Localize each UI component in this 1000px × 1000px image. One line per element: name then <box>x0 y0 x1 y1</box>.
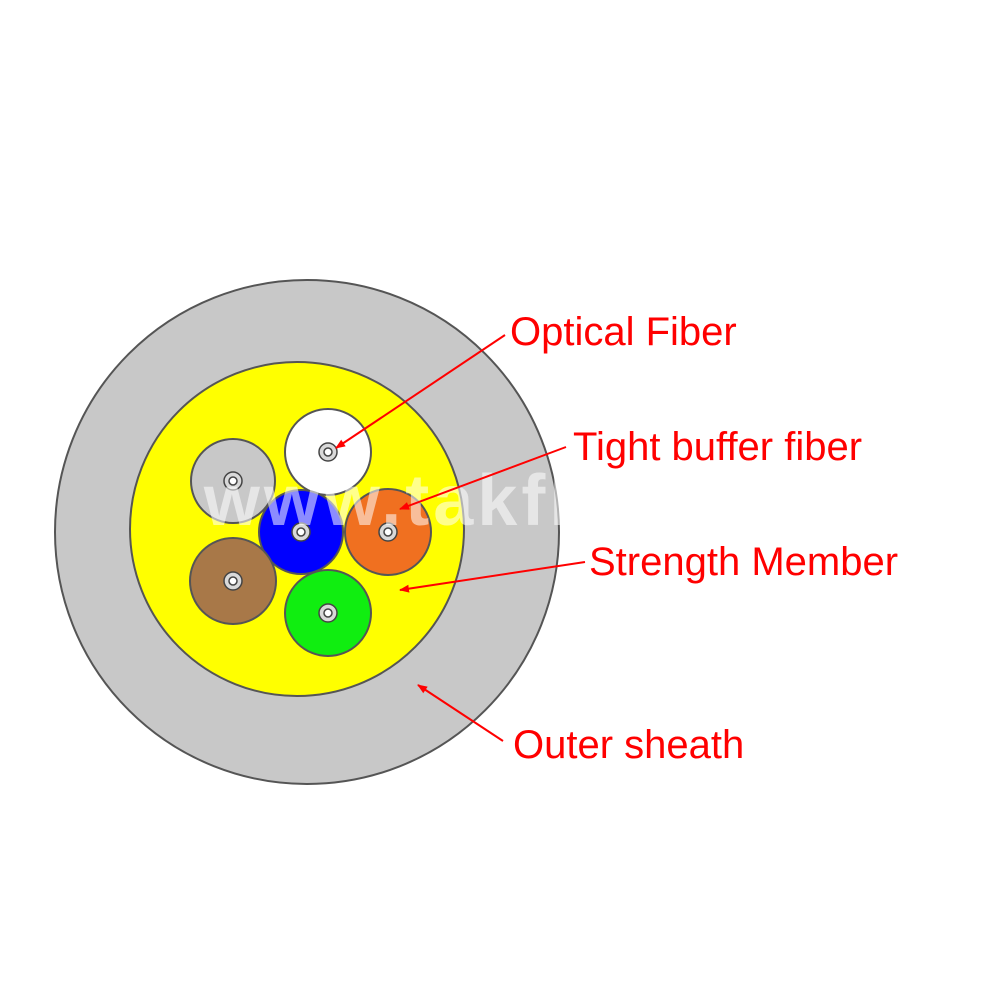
outer-sheath-leader-line <box>417 684 504 742</box>
tight-buffer-fiber-brown <box>189 537 277 625</box>
optical-fiber-center <box>228 576 238 586</box>
tight-buffer-fiber-green <box>284 569 372 657</box>
optical-fiber-center <box>323 608 333 618</box>
label-strength-member: Strength Member <box>589 540 898 584</box>
label-outer-sheath: Outer sheath <box>513 723 744 767</box>
label-tight-buffer-fiber: Tight buffer fiber <box>573 425 862 469</box>
optical-fiber-center <box>228 476 238 486</box>
label-optical-fiber: Optical Fiber <box>510 310 737 354</box>
tight-buffer-fiber-orange <box>344 488 432 576</box>
tight-buffer-fibers <box>189 408 432 657</box>
watermark-text: www.takfly.com <box>203 461 796 541</box>
tight-buffer-fiber-blue <box>258 489 344 575</box>
optical-fiber-center <box>383 527 393 537</box>
optical-fiber-center <box>323 447 333 457</box>
tight-buffer-fiber-leader-line <box>399 446 567 510</box>
tight-buffer-fiber-white <box>284 408 372 496</box>
optical-fiber-leader-line <box>335 334 506 449</box>
optical-fiber-center <box>296 527 306 537</box>
tight-buffer-fiber-grey <box>190 438 276 524</box>
strength-member-leader-line <box>399 561 586 593</box>
